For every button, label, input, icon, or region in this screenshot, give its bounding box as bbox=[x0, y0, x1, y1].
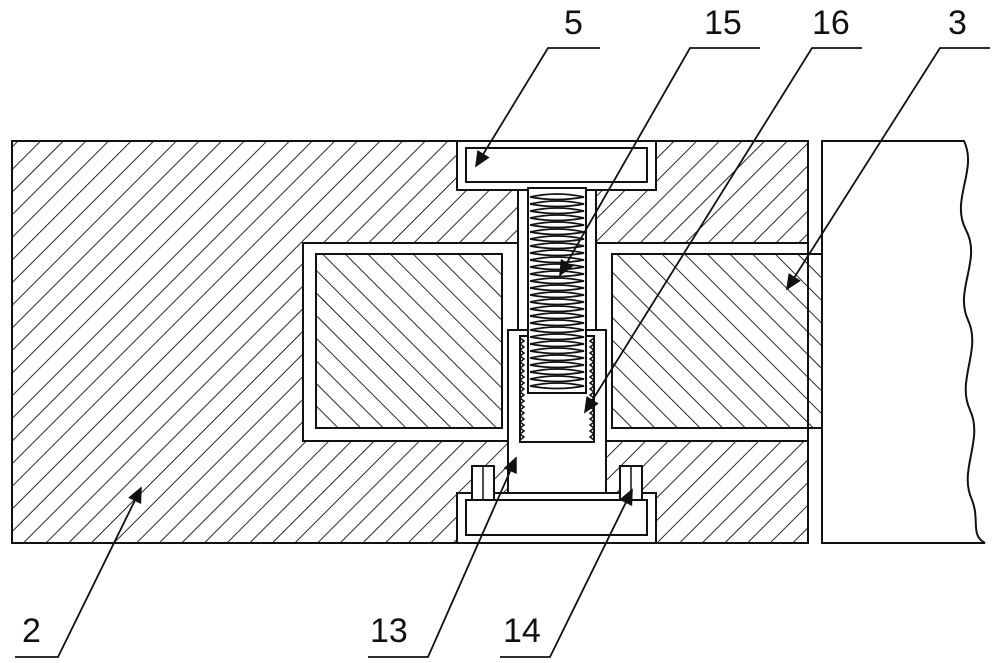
screw-thread-coil bbox=[529, 361, 585, 369]
leader-3 bbox=[786, 47, 990, 291]
screw-thread-coil bbox=[529, 333, 585, 341]
screw-thread-coil bbox=[529, 340, 585, 348]
screw-thread-coil bbox=[529, 214, 585, 222]
screw-thread-coil bbox=[529, 235, 585, 243]
leader-16 bbox=[584, 47, 862, 414]
screw-thread-coil bbox=[529, 193, 585, 201]
label-part-2: 2 bbox=[22, 612, 41, 650]
screw-thread-coil bbox=[529, 354, 585, 362]
screw-thread-coil bbox=[529, 326, 585, 334]
screw-thread-coil bbox=[529, 270, 585, 278]
screw-thread-coil bbox=[529, 284, 585, 292]
label-part-14: 14 bbox=[503, 612, 541, 650]
leader-lines bbox=[15, 47, 990, 658]
screw-thread-coil bbox=[529, 242, 585, 250]
inner-block-left bbox=[315, 253, 503, 429]
screw-thread-coil bbox=[529, 249, 585, 257]
screw-thread-coil bbox=[529, 200, 585, 208]
screw-thread-coil bbox=[529, 312, 585, 320]
screw-thread-coil bbox=[529, 368, 585, 376]
screw-thread-coil bbox=[529, 319, 585, 327]
leader-13 bbox=[368, 456, 517, 658]
leader-2 bbox=[15, 486, 142, 658]
label-part-13: 13 bbox=[370, 612, 408, 650]
leader-5 bbox=[475, 47, 600, 168]
label-part-16: 16 bbox=[812, 4, 850, 42]
screw-thread-coil bbox=[529, 382, 585, 390]
label-part-15: 15 bbox=[704, 4, 742, 42]
bore-tooth-row bbox=[519, 337, 526, 441]
screw-thread-coil bbox=[529, 221, 585, 229]
screw-thread-coil bbox=[529, 375, 585, 383]
screw-thread-coil bbox=[529, 277, 585, 285]
leader-15 bbox=[559, 47, 760, 277]
screw-thread-coil bbox=[529, 256, 585, 264]
bore-thread-teeth bbox=[519, 337, 595, 441]
label-part-5: 5 bbox=[564, 4, 583, 42]
screw-thread-coil bbox=[529, 298, 585, 306]
screw-thread-coil bbox=[529, 305, 585, 313]
leader-14 bbox=[500, 488, 633, 658]
label-part-3: 3 bbox=[948, 4, 967, 42]
screw-thread-coil bbox=[529, 207, 585, 215]
screw-thread-coil bbox=[529, 263, 585, 271]
side-panel bbox=[821, 140, 986, 544]
screw-thread-coil bbox=[529, 291, 585, 299]
inner-block-right bbox=[611, 253, 823, 429]
screw-thread-coil bbox=[529, 347, 585, 355]
